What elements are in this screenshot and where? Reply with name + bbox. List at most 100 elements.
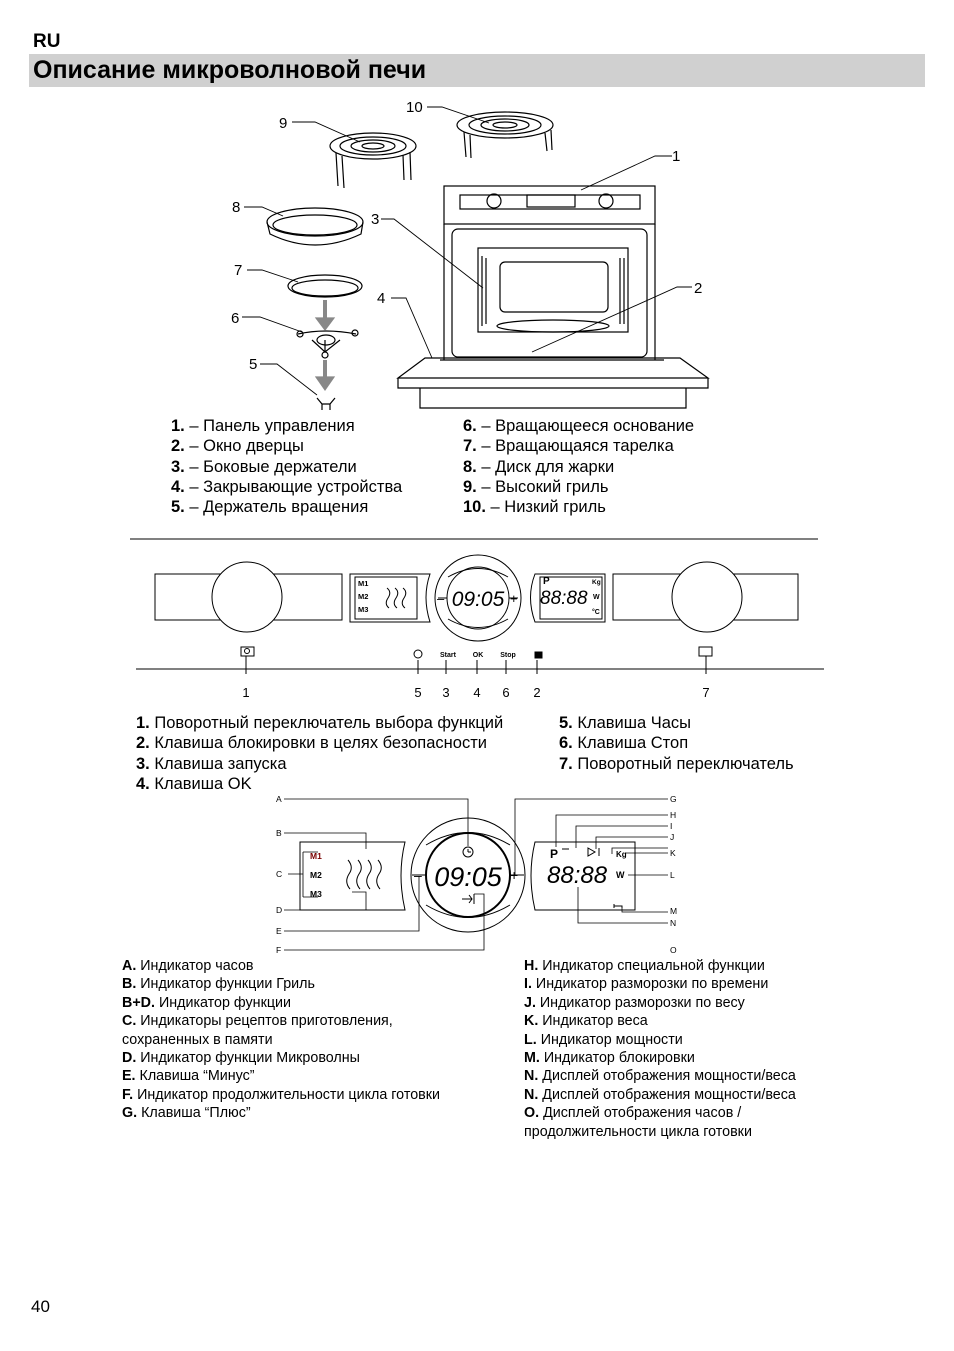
list-item: I. Индикатор разморозки по времени [524, 976, 769, 993]
list-item: D. Индикатор функции Микроволны [122, 1050, 360, 1067]
power-weight-display: 88:88 [547, 862, 608, 889]
callout-6: 6 [231, 310, 239, 327]
callout-1: 1 [242, 685, 249, 700]
recipe-m1: M1 [358, 579, 368, 588]
page-title: Описание микроволновой печи [33, 56, 427, 84]
label-o: O [670, 945, 677, 955]
celsius-indicator: °C [592, 608, 600, 616]
callout-8: 8 [232, 199, 240, 216]
list-item: 5. Клавиша Часы [559, 714, 692, 732]
list-item: F. Индикатор продолжительности цикла гот… [122, 1086, 440, 1103]
callout-3: 3 [442, 685, 449, 700]
recipe-m2: M2 [310, 870, 322, 880]
recipe-m2: M2 [358, 592, 368, 601]
recipe-m3: M3 [358, 605, 368, 614]
controls-list-left: 1. Поворотный переключатель выбора функц… [136, 713, 503, 794]
label-k: K [670, 848, 676, 858]
list-item: 3. – Боковые держатели [171, 457, 357, 476]
rotating-support-drawing [296, 329, 359, 359]
list-item: 6. Клавиша Стоп [559, 734, 689, 753]
list-item: O. Дисплей отображения часов / [524, 1105, 742, 1122]
minus-key: – [437, 591, 445, 606]
label-a: A [276, 794, 282, 804]
label-m: M [670, 906, 677, 916]
recipe-m3: M3 [310, 889, 322, 899]
label-l: L [670, 870, 675, 880]
list-item: 1. – Панель управления [171, 417, 355, 435]
label-g: G [670, 794, 677, 804]
list-item: N. Дисплей отображения мощности/веса [524, 1068, 796, 1085]
list-item: 10. – Низкий гриль [463, 498, 606, 517]
callout-1: 1 [672, 148, 680, 165]
list-item: A. Индикатор часов [122, 958, 254, 974]
callout-7: 7 [702, 685, 709, 700]
start-key: Start [440, 652, 457, 659]
list-item: 4. – Закрывающие устройства [171, 477, 403, 496]
label-i: I [670, 821, 672, 831]
list-item: H. Индикатор специальной функции [524, 958, 765, 974]
power-indicator: W [593, 594, 600, 601]
clock-display: 09:05 [434, 862, 503, 892]
display-diagram: M1 M2 M3 P Kg W 09:05 88:88 – + A B C D … [276, 794, 677, 955]
recipe-m1: M1 [310, 851, 322, 861]
label-h: H [670, 810, 676, 820]
controls-list-right: 5. Клавиша Часы 6. Клавиша Стоп 7. Повор… [559, 713, 794, 774]
list-item: G. Клавиша “Плюс” [122, 1105, 251, 1122]
plus-key: + [510, 867, 518, 883]
callout-7: 7 [234, 262, 242, 279]
parts-list-right: 6. – Вращающееся основание 7. – Вращающа… [463, 416, 694, 517]
list-item: J. Индикатор разморозки по весу [524, 994, 745, 1011]
callout-2: 2 [533, 685, 540, 700]
special-function-indicator: P [543, 576, 550, 587]
oven-diagram: 9 10 1 8 3 7 4 2 6 5 [231, 99, 710, 410]
callout-4: 4 [473, 685, 480, 700]
callout-3: 3 [371, 211, 379, 228]
list-item: K. Индикатор веса [524, 1013, 648, 1030]
list-item: 4. Клавиша OK [136, 774, 252, 793]
control-panel-diagram: M1 M2 M3 P Kg W °C 09:05 88:88 – + Start… [130, 538, 824, 700]
page-number: 40 [31, 1297, 50, 1316]
list-item: 2. Клавиша блокировки в целях безопаснос… [136, 734, 487, 753]
callout-2: 2 [694, 280, 702, 297]
title-bar [29, 54, 925, 87]
list-item: B+D. Индикатор функции [122, 994, 291, 1011]
callout-6: 6 [502, 685, 509, 700]
callout-10: 10 [406, 99, 423, 116]
list-item: 5. – Держатель вращения [171, 498, 369, 517]
clock-display: 09:05 [452, 588, 505, 611]
special-function-indicator: P [550, 847, 558, 861]
turntable-drawing [287, 274, 363, 298]
legend-right: H. Индикатор специальной функции I. Инди… [524, 957, 796, 1141]
plus-key: + [510, 591, 518, 606]
language-code: RU [33, 31, 61, 52]
list-item: 6. – Вращающееся основание [463, 417, 695, 435]
high-grill-drawing [329, 132, 417, 189]
label-f: F [276, 945, 281, 955]
power-indicator: W [616, 870, 625, 880]
parts-list-left: 1. – Панель управления 2. – Окно дверцы … [171, 416, 402, 517]
list-item: N. Дисплей отображения мощности/веса [524, 1086, 796, 1103]
crisp-plate-drawing [266, 207, 364, 246]
power-weight-display: 88:88 [540, 588, 588, 609]
list-item: 1. Поворотный переключатель выбора функц… [136, 714, 504, 732]
weight-indicator: Kg [616, 850, 627, 859]
label-d: D [276, 905, 282, 915]
list-item: 3. Клавиша запуска [136, 754, 287, 773]
legend-left: A. Индикатор часов B. Индикатор функции … [122, 957, 440, 1123]
label-c: C [276, 869, 282, 879]
callout-9: 9 [279, 115, 287, 132]
callout-4: 4 [377, 290, 385, 307]
label-j: J [670, 832, 674, 842]
weight-indicator: Kg [592, 579, 601, 586]
list-item: 7. – Вращающаяся тарелка [463, 437, 674, 456]
list-item: продолжительности цикла готовки [524, 1123, 752, 1140]
low-grill-drawing [456, 111, 554, 159]
list-item: M. Индикатор блокировки [524, 1050, 695, 1067]
list-item: 2. – Окно дверцы [171, 437, 304, 456]
list-item: C. Индикаторы рецептов приготовления, [122, 1013, 393, 1030]
label-b: B [276, 828, 282, 838]
list-item: B. Индикатор функции Гриль [122, 976, 315, 993]
stop-key: Stop [500, 652, 516, 659]
oven-body-drawing [396, 185, 710, 409]
list-item: 7. Поворотный переключатель [559, 754, 794, 773]
